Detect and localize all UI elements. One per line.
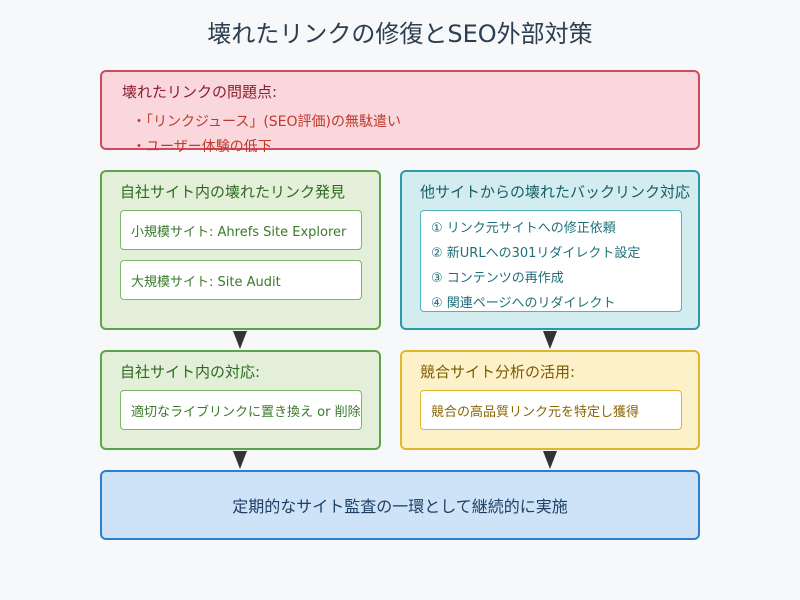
backlinks-box: 他サイトからの壊れたバックリンク対応 ① リンク元サイトへの修正依頼 ② 新UR…	[400, 170, 700, 330]
discovery-item-small-site: 小規模サイト: Ahrefs Site Explorer	[120, 210, 362, 250]
competitor-box: 競合サイト分析の活用: 競合の高品質リンク元を特定し獲得	[400, 350, 700, 450]
backlink-step-3: ③ コンテンツの再作成	[431, 271, 564, 286]
arrow-backlinks-to-competitor	[543, 331, 557, 349]
arrow-competitor-to-ongoing	[543, 451, 557, 469]
arrow-discovery-to-response	[233, 331, 247, 349]
response-box: 自社サイト内の対応: 適切なライブリンクに置き換え or 削除	[100, 350, 381, 450]
backlink-step-4: ④ 関連ページへのリダイレクト	[431, 296, 616, 311]
problems-heading: 壊れたリンクの問題点:	[122, 83, 278, 101]
ongoing-box: 定期的なサイト監査の一環として継続的に実施	[100, 470, 700, 540]
competitor-heading: 競合サイト分析の活用:	[420, 363, 576, 381]
backlinks-heading: 他サイトからの壊れたバックリンク対応	[420, 183, 691, 201]
ongoing-text: 定期的なサイト監査の一環として継続的に実施	[232, 497, 568, 516]
discovery-item-large-site: 大規模サイト: Site Audit	[120, 260, 362, 300]
arrow-response-to-ongoing	[233, 451, 247, 469]
backlink-step-2: ② 新URLへの301リダイレクト設定	[431, 246, 641, 261]
problems-box: 壊れたリンクの問題点: ・「リンクジュース」(SEO評価)の無駄遣い ・ユーザー…	[100, 70, 700, 155]
backlink-step-1: ① リンク元サイトへの修正依頼	[431, 221, 616, 236]
backlink-steps-card: ① リンク元サイトへの修正依頼 ② 新URLへの301リダイレクト設定 ③ コン…	[420, 210, 682, 312]
discovery-heading: 自社サイト内の壊れたリンク発見	[120, 183, 346, 201]
response-item: 適切なライブリンクに置き換え or 削除	[120, 390, 362, 430]
problem-bullet-ux: ・ユーザー体験の低下	[132, 139, 272, 155]
discovery-box: 自社サイト内の壊れたリンク発見 小規模サイト: Ahrefs Site Expl…	[100, 170, 381, 330]
competitor-item: 競合の高品質リンク元を特定し獲得	[420, 390, 682, 430]
diagram-title: 壊れたリンクの修復とSEO外部対策	[207, 20, 593, 48]
problem-bullet-link-juice: ・「リンクジュース」(SEO評価)の無駄遣い	[132, 114, 401, 130]
response-heading: 自社サイト内の対応:	[120, 363, 261, 381]
